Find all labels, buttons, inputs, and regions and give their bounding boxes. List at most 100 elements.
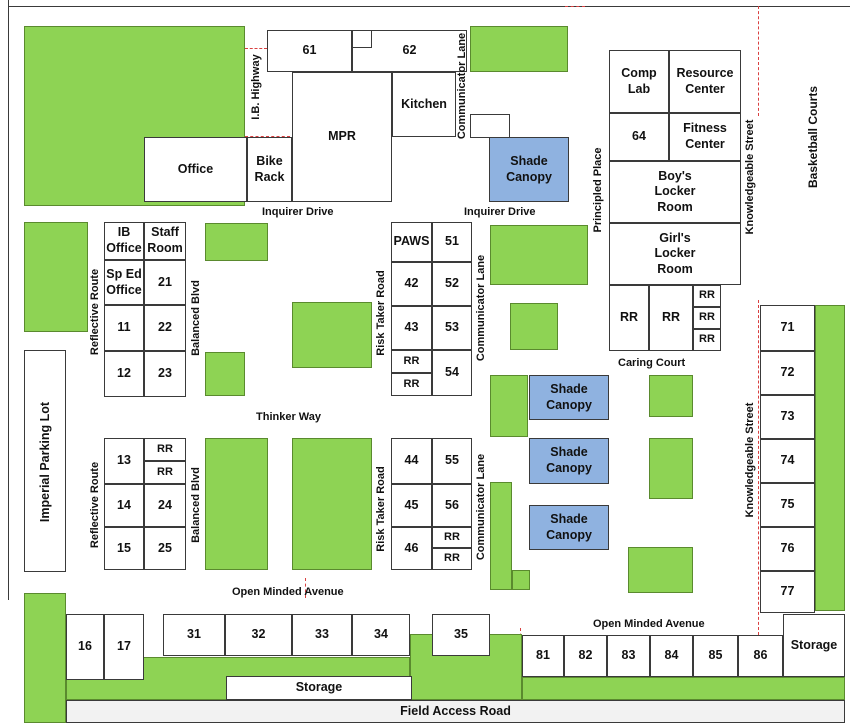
room-71: 71	[760, 305, 815, 351]
room-13: 13	[104, 438, 144, 484]
room-61: 61	[267, 30, 352, 72]
room-64: 64	[609, 113, 669, 161]
boys-locker-room: Boy's Locker Room	[609, 161, 741, 223]
balanced-blvd-label: Balanced Blvd	[190, 467, 202, 543]
property-line	[758, 6, 759, 116]
green-area	[205, 352, 245, 396]
inquirer-drive-label: Inquirer Drive	[464, 206, 536, 218]
room-62: 62	[352, 30, 467, 72]
shade-canopy: Shade Canopy	[489, 137, 569, 202]
room-76: 76	[760, 527, 815, 571]
room-12: 12	[104, 351, 144, 397]
restroom: RR	[432, 527, 472, 548]
green-area	[490, 375, 528, 437]
notch	[470, 114, 510, 138]
room-75: 75	[760, 483, 815, 527]
open-minded-avenue-label: Open Minded Avenue	[593, 618, 705, 630]
room-23: 23	[144, 351, 186, 397]
restroom: RR	[391, 373, 432, 396]
risk-taker-road-label: Risk Taker Road	[375, 466, 387, 552]
room-85: 85	[693, 635, 738, 677]
resource-center: Resource Center	[669, 50, 741, 113]
green-area	[649, 375, 693, 417]
room-54: 54	[432, 350, 472, 396]
notch	[352, 30, 372, 48]
green-area	[205, 223, 268, 261]
room-32: 32	[225, 614, 292, 656]
green-area	[649, 438, 693, 499]
ib-office: IB Office	[104, 222, 144, 260]
sp-ed-office: Sp Ed Office	[104, 260, 144, 305]
room-46: 46	[391, 527, 432, 570]
green-area	[522, 677, 845, 700]
room-86: 86	[738, 635, 783, 677]
room-16: 16	[66, 614, 104, 680]
staff-room: Staff Room	[144, 222, 186, 260]
imperial-parking-lot-label: Imperial Parking Lot	[38, 401, 52, 523]
room-14: 14	[104, 484, 144, 527]
restroom: RR	[693, 285, 721, 307]
field-access-road: Field Access Road	[66, 700, 845, 723]
room-51: 51	[432, 222, 472, 262]
basketball-courts-label: Basketball Courts	[806, 85, 820, 189]
room-44: 44	[391, 438, 432, 484]
communicator-lane-label: Communicator Lane	[456, 32, 468, 140]
storage: Storage	[226, 676, 412, 700]
room-82: 82	[564, 635, 607, 677]
knowledgeable-street-label: Knowledgeable Street	[744, 402, 756, 518]
bike-rack: Bike Rack	[247, 137, 292, 202]
restroom: RR	[144, 438, 186, 461]
reflective-route-label: Reflective Route	[89, 461, 101, 549]
comp-lab: Comp Lab	[609, 50, 669, 113]
room-24: 24	[144, 484, 186, 527]
room-84: 84	[650, 635, 693, 677]
open-minded-avenue-label: Open Minded Avenue	[232, 586, 344, 598]
room-52: 52	[432, 262, 472, 306]
storage: Storage	[783, 614, 845, 677]
shade-canopy: Shade Canopy	[529, 438, 609, 484]
reflective-route-label: Reflective Route	[89, 268, 101, 356]
green-area	[410, 634, 522, 700]
property-line	[305, 578, 306, 598]
room-43: 43	[391, 306, 432, 350]
green-area	[628, 547, 693, 593]
thinker-way-label: Thinker Way	[256, 411, 321, 423]
room-22: 22	[144, 305, 186, 351]
green-area	[470, 26, 568, 72]
green-area	[490, 482, 512, 590]
green-area	[490, 225, 588, 285]
room-42: 42	[391, 262, 432, 306]
green-area	[512, 570, 530, 590]
room-74: 74	[760, 439, 815, 483]
fitness-center: Fitness Center	[669, 113, 741, 161]
risk-taker-road-label: Risk Taker Road	[375, 270, 387, 356]
property-line	[245, 136, 290, 137]
shade-canopy: Shade Canopy	[529, 375, 609, 420]
ib-highway-label: I.B. Highway	[250, 54, 262, 120]
room-11: 11	[104, 305, 144, 351]
boundary-line	[8, 6, 850, 7]
room-53: 53	[432, 306, 472, 350]
shade-canopy: Shade Canopy	[529, 505, 609, 550]
office: Office	[144, 137, 247, 202]
room-45: 45	[391, 484, 432, 527]
room-33: 33	[292, 614, 352, 656]
kitchen: Kitchen	[392, 72, 456, 137]
inquirer-drive-label: Inquirer Drive	[262, 206, 334, 218]
room-34: 34	[352, 614, 410, 656]
restroom: RR	[609, 285, 649, 351]
green-area	[292, 302, 372, 368]
imperial-parking-lot	[24, 350, 66, 572]
restroom: RR	[693, 307, 721, 329]
room-25: 25	[144, 527, 186, 570]
property-line	[758, 300, 759, 640]
balanced-blvd-label: Balanced Blvd	[190, 280, 202, 356]
girls-locker-room: Girl's Locker Room	[609, 223, 741, 285]
green-area	[24, 222, 88, 332]
room-15: 15	[104, 527, 144, 570]
room-81: 81	[522, 635, 564, 677]
green-area	[24, 593, 66, 723]
room-72: 72	[760, 351, 815, 395]
room-31: 31	[163, 614, 225, 656]
